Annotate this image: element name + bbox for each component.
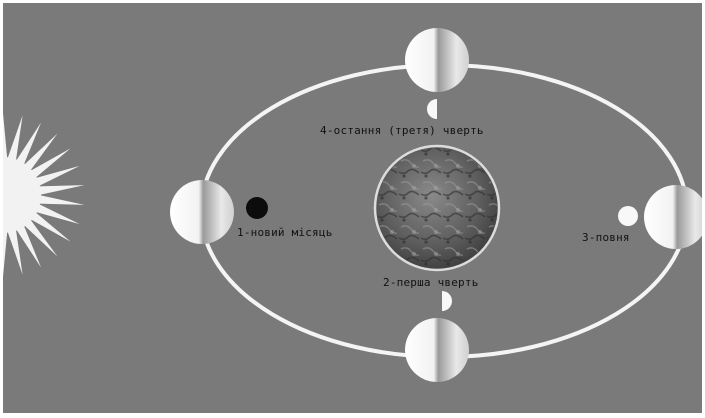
moon-sphere-bottom xyxy=(405,318,469,382)
last-quarter-phase-icon xyxy=(427,99,437,119)
moon-sphere-left xyxy=(170,180,234,244)
new-moon-phase-icon xyxy=(246,197,268,219)
first-quarter-phase-icon xyxy=(442,291,452,311)
full-moon-phase-icon xyxy=(618,206,638,226)
moon-sphere-right xyxy=(644,185,702,249)
label-first-quarter: 2-перша чверть xyxy=(383,276,479,289)
earth-globe-icon xyxy=(375,146,499,270)
label-new-moon: 1-новий місяць xyxy=(237,226,333,239)
label-last-quarter: 4-остання (третя) чверть xyxy=(320,124,484,137)
label-full-moon: 3-повня xyxy=(582,231,630,244)
moon-sphere-top xyxy=(405,28,469,92)
moon-phases-diagram: 4-остання (третя) чверть 1-новий місяць … xyxy=(3,3,702,413)
sun-icon xyxy=(3,113,84,277)
moon-phases-scene: 4-остання (третя) чверть 1-новий місяць … xyxy=(3,3,702,413)
